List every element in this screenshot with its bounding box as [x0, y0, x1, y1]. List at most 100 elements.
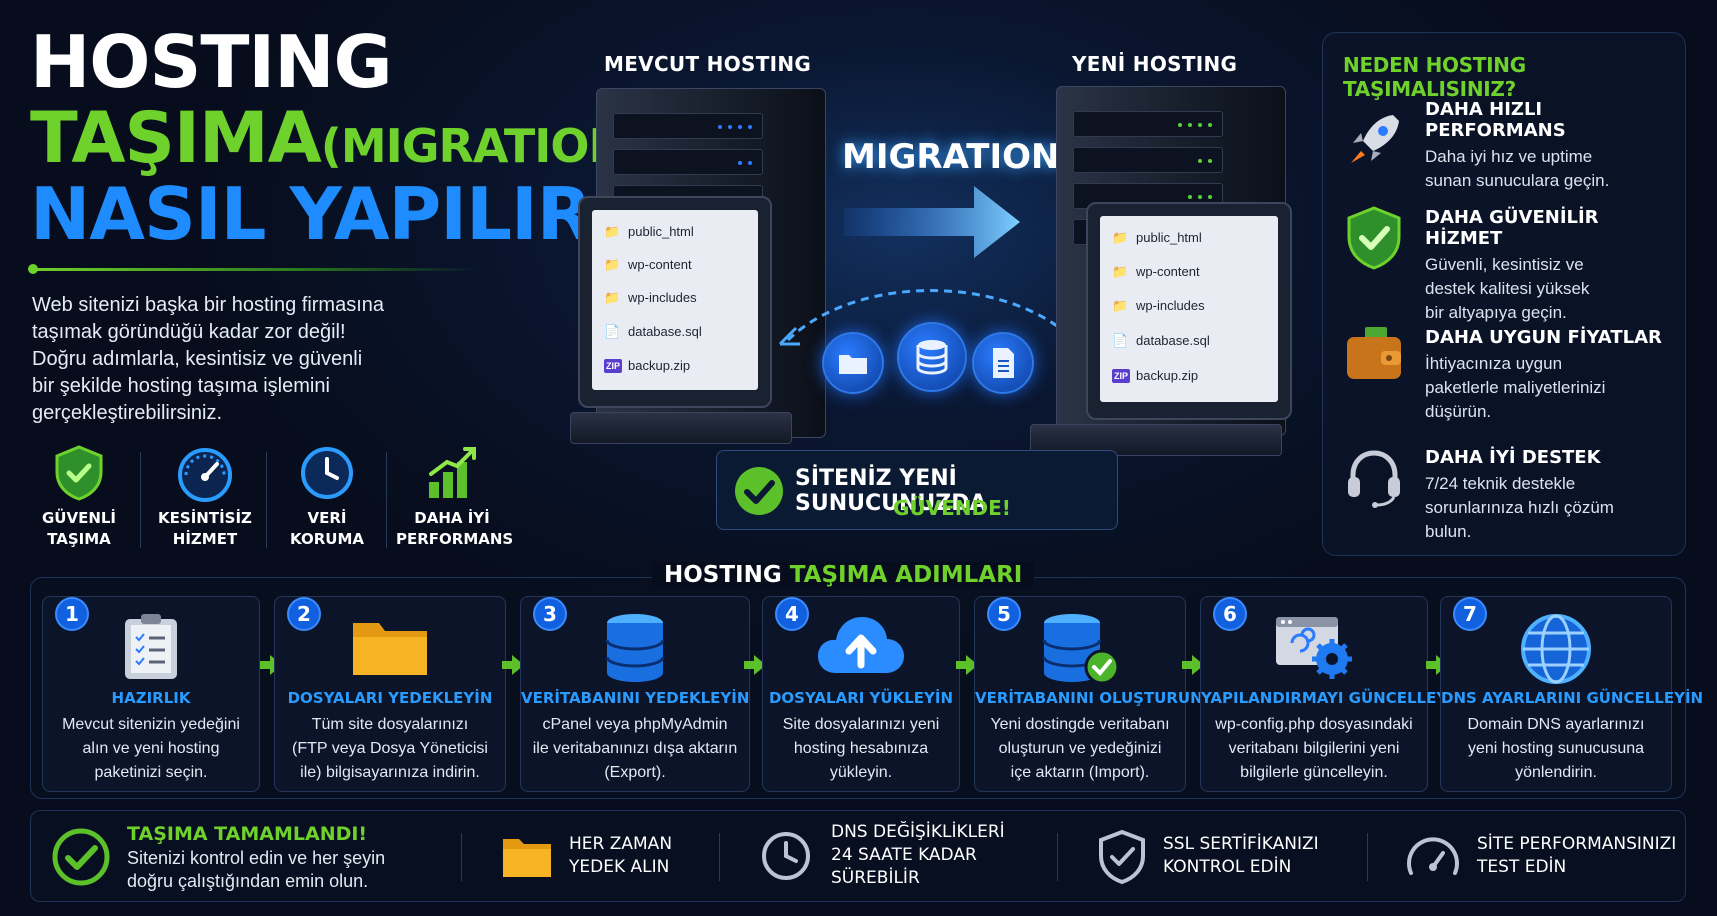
shield-check-icon: [1347, 206, 1401, 270]
clipboard-icon: [125, 614, 177, 679]
feature-secure: GÜVENLİ TAŞIMA: [24, 444, 134, 550]
intro-line: Doğru adımlarla, kesintisiz ve güvenli: [32, 348, 363, 370]
step-number: 3: [533, 597, 567, 631]
globe-icon: [1521, 614, 1591, 684]
divider: [1057, 833, 1058, 881]
tip-backup: HER ZAMAN YEDEK ALIN: [569, 834, 673, 877]
new-file-list: 📁public_html 📁wp-content 📁wp-includes 📄d…: [1100, 216, 1278, 402]
old-hosting-label: MEVCUT HOSTING: [604, 52, 812, 76]
old-laptop-keyboard: [570, 412, 792, 444]
database-icon: [897, 322, 967, 392]
divider: [461, 833, 462, 881]
database-check-icon: [1042, 614, 1120, 685]
clock-icon: [762, 832, 810, 880]
speedometer-icon: [1407, 837, 1459, 875]
step-card-2: 2 DOSYALARI YEDEKLEYİN Tüm site dosyalar…: [274, 596, 506, 792]
title-underline: [28, 264, 480, 274]
step-number: 5: [987, 597, 1021, 631]
migration-arrow-icon: [844, 186, 1020, 258]
folder-icon: 📁: [1112, 264, 1129, 279]
new-hosting-label: YENİ HOSTING: [1072, 52, 1238, 76]
site-safe-banner: SİTENİZ YENİ SUNUCUNUZDA GÜVENDE!: [716, 450, 1118, 530]
arrow-right-icon: [1426, 655, 1448, 675]
bar-chart-icon: [429, 447, 476, 498]
shield-check-icon: [55, 445, 103, 501]
zip-icon: ZIP: [604, 359, 623, 373]
title-tasima: TAŞIMA: [30, 97, 322, 179]
step-number: 4: [775, 597, 809, 631]
old-file-list: 📁public_html 📁wp-content 📁wp-includes 📄d…: [592, 210, 758, 390]
step-card-4: 4 DOSYALARI YÜKLEYİN Site dosyalarınızı …: [762, 596, 960, 792]
folder-icon: 📁: [604, 290, 621, 305]
folder-icon: 📁: [604, 224, 621, 239]
why-item-support: DAHA İYİ DESTEK 7/24 teknik destekle sor…: [1425, 447, 1614, 541]
old-laptop: 📁public_html 📁wp-content 📁wp-includes 📄d…: [578, 196, 772, 408]
database-icon: [605, 614, 665, 682]
why-migrate-title: NEDEN HOSTING TAŞIMALISINIZ?: [1343, 53, 1526, 101]
step-card-6: 6 YAPILANDIRMAYI GÜNCELLEYİN wp-config.p…: [1200, 596, 1465, 792]
config-gear-icon: [1276, 617, 1352, 679]
clock-icon: [301, 447, 353, 499]
check-circle-icon: [52, 828, 110, 886]
zip-icon: ZIP: [1112, 369, 1131, 383]
arrow-right-icon: [956, 655, 978, 675]
bottom-tips-bar: TAŞIMA TAMAMLANDI! Sitenizi kontrol edin…: [30, 810, 1686, 902]
shield-check-icon: [1099, 829, 1145, 885]
intro-text: Web sitenizi başka bir hosting firmasına…: [32, 292, 452, 427]
wallet-icon: [1347, 327, 1401, 379]
migration-label: MIGRATION: [842, 137, 1060, 177]
divider: [1367, 833, 1368, 881]
speedometer-icon: [178, 448, 232, 502]
why-migrate-panel: NEDEN HOSTING TAŞIMALISINIZ? DAHA HIZLI …: [1322, 32, 1686, 556]
divider: [266, 452, 267, 548]
document-icon: 📄: [604, 324, 621, 339]
folder-icon: [822, 332, 884, 394]
why-item-performance: DAHA HIZLI PERFORMANS Daha iyi hız ve up…: [1425, 99, 1610, 190]
folder-icon: 📁: [604, 257, 621, 272]
title-migration: (MIGRATION): [320, 119, 647, 173]
document-icon: [972, 332, 1034, 394]
step-number: 1: [55, 597, 89, 631]
title-line-3: NASIL YAPILIR?: [30, 172, 633, 256]
title-line-2: TAŞIMA(MIGRATION): [30, 103, 647, 173]
arrow-right-icon: [260, 655, 282, 675]
folder-icon: [353, 623, 427, 675]
tip-performance: SİTE PERFORMANSINIZI TEST EDİN: [1477, 834, 1677, 877]
divider: [386, 452, 387, 548]
arrow-right-icon: [1182, 655, 1204, 675]
intro-line: gerçekleştirebilirsiniz.: [32, 402, 223, 424]
migration-steps-title: HOSTING TAŞIMA ADIMLARI: [652, 562, 1035, 588]
step-card-3: 3 VERİTABANINI YEDEKLEYİN cPanel veya ph…: [520, 596, 750, 792]
title-line-1: HOSTING: [30, 20, 393, 104]
step-card-5: 5 VERİTABANINI OLUŞTURUN Yeni dostingde …: [974, 596, 1203, 792]
divider: [140, 452, 141, 548]
step-number: 7: [1453, 597, 1487, 631]
divider: [719, 833, 720, 881]
cloud-upload-icon: [818, 617, 904, 673]
arrow-right-icon: [502, 655, 524, 675]
check-circle-icon: [735, 467, 783, 515]
tip-ssl: SSL SERTİFİKANIZI KONTROL EDİN: [1163, 834, 1319, 877]
intro-line: Web sitenizi başka bir hosting firmasına: [32, 294, 385, 316]
folder-icon: 📁: [1112, 230, 1129, 245]
migration-complete-title: TAŞIMA TAMAMLANDI!: [127, 823, 368, 845]
folder-icon: [503, 839, 551, 877]
step-number: 2: [287, 597, 321, 631]
feature-uninterrupted: KESİNTİSİZ HİZMET: [150, 444, 260, 550]
why-item-prices: DAHA UYGUN FİYATLAR İhtiyacınıza uygun p…: [1425, 327, 1662, 421]
why-item-reliable: DAHA GÜVENİLİR HİZMET Güvenli, kesintisi…: [1425, 207, 1599, 322]
intro-line: bir şekilde hosting taşıma işlemini: [32, 375, 330, 397]
document-icon: 📄: [1112, 333, 1129, 348]
folder-icon: 📁: [1112, 298, 1129, 313]
headset-icon: [1348, 450, 1400, 508]
feature-data-protection: VERİ KORUMA: [272, 444, 382, 550]
intro-line: taşımak göründüğü kadar zor değil!: [32, 321, 346, 343]
new-laptop: 📁public_html 📁wp-content 📁wp-includes 📄d…: [1086, 202, 1292, 420]
migration-complete-text: Sitenizi kontrol edin ve her şeyin doğru…: [127, 848, 386, 891]
tip-dns: DNS DEĞİŞİKLİKLERİ 24 SAATE KADAR SÜREBİ…: [831, 822, 1005, 888]
feature-performance: DAHA İYİ PERFORMANS: [396, 444, 513, 550]
rocket-icon: [1351, 115, 1399, 163]
step-number: 6: [1213, 597, 1247, 631]
